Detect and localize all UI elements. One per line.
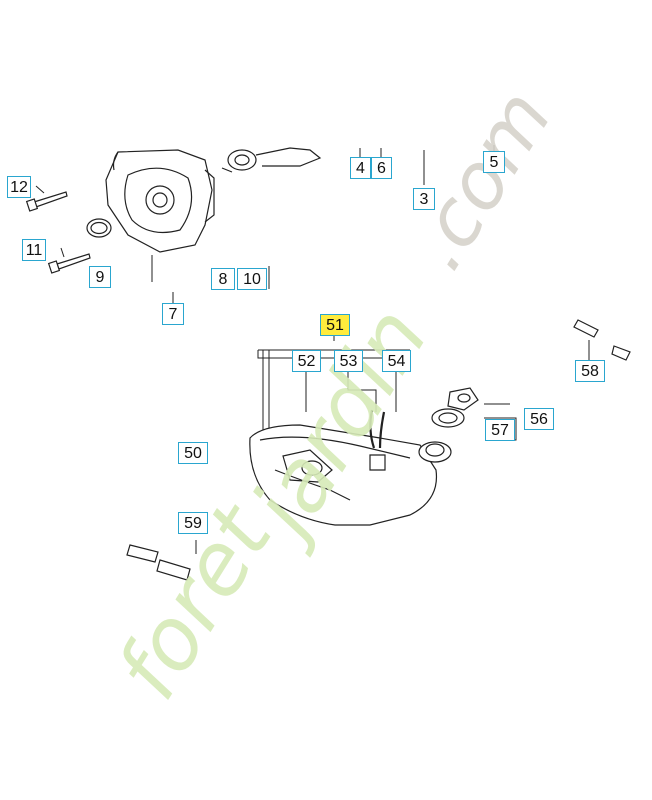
fuel-tank	[249, 409, 452, 526]
part-59-dampers	[126, 540, 197, 581]
seal-ring	[86, 218, 112, 238]
part-58-clips	[573, 319, 631, 361]
callout-52: 52	[292, 350, 321, 372]
crankcase-housing	[105, 149, 215, 253]
callout-7: 7	[162, 303, 184, 325]
callout-57: 57	[485, 419, 515, 441]
callout-8: 8	[211, 268, 235, 290]
screws	[25, 191, 91, 274]
callout-11: 11	[22, 239, 46, 261]
callout-5: 5	[483, 151, 505, 173]
callout-56: 56	[524, 408, 554, 430]
callout-3: 3	[413, 188, 435, 210]
callout-50: 50	[178, 442, 208, 464]
tank-cap	[431, 387, 479, 428]
callout-9: 9	[89, 266, 111, 288]
callout-53: 53	[334, 350, 363, 372]
callout-6: 6	[371, 157, 392, 179]
callout-4: 4	[350, 157, 371, 179]
crankshaft-bearing	[221, 147, 322, 173]
callout-12: 12	[7, 176, 31, 198]
callout-58: 58	[575, 360, 605, 382]
callout-10: 10	[237, 268, 267, 290]
callout-54: 54	[382, 350, 411, 372]
callout-51: 51	[320, 314, 350, 336]
callout-59: 59	[178, 512, 208, 534]
